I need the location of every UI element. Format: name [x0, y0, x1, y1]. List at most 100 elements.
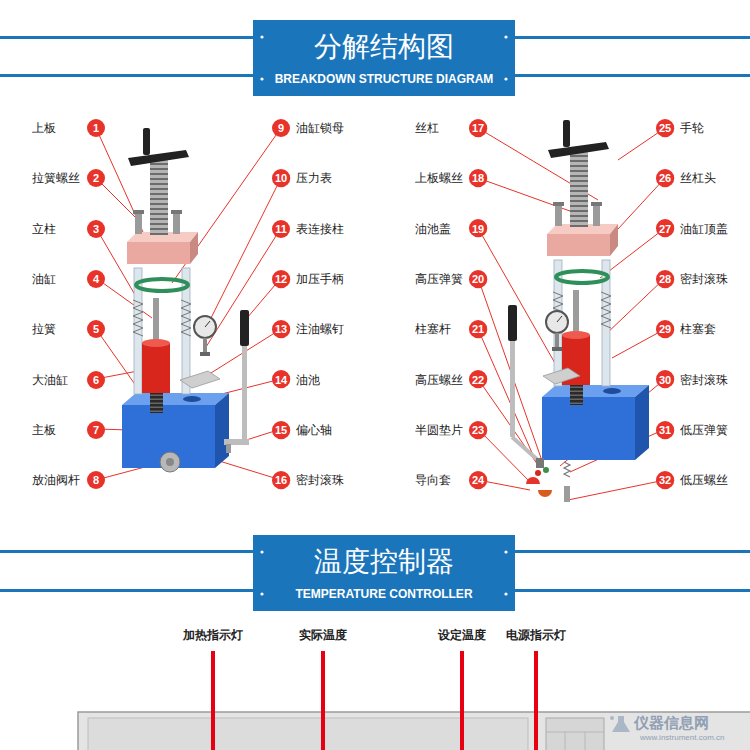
callout-number: 9 [278, 122, 284, 134]
callout-number: 27 [659, 223, 671, 235]
callout-circle: 24 [469, 471, 487, 489]
callout-circle: 14 [272, 370, 290, 388]
callout-disc-fill [87, 220, 105, 238]
part-name: 手轮 [680, 121, 704, 135]
callout-number: 29 [659, 323, 671, 335]
part-name: 丝杠头 [680, 171, 716, 185]
header-dot [260, 77, 263, 80]
part-name: 半圆垫片 [415, 423, 463, 437]
callout-disc-fill [656, 169, 674, 187]
header-dot [260, 35, 263, 38]
section-header: 温度控制器TEMPERATURE CONTROLLER [253, 535, 515, 611]
part-name: 拉簧 [32, 322, 56, 336]
part-name: 立柱 [32, 221, 56, 235]
callout-disc-fill [469, 370, 487, 388]
callout-circle: 5 [87, 320, 105, 338]
callout-circle: 8 [87, 471, 105, 489]
part-name: 高压螺丝 [415, 372, 463, 386]
callout-circle: 7 [87, 421, 105, 439]
callout-circle: 22 [469, 370, 487, 388]
callout-circle: 15 [272, 421, 290, 439]
callout-number: 14 [275, 374, 287, 386]
part-name: 柱塞杆 [415, 322, 451, 336]
callout-number: 18 [472, 172, 484, 184]
part-name: 柱塞套 [680, 322, 716, 336]
part-name: 密封滚珠 [296, 473, 344, 487]
callout-number: 24 [472, 474, 484, 486]
callout-disc-fill [272, 370, 290, 388]
callout-disc-fill [272, 471, 290, 489]
header-fill [253, 20, 515, 96]
callout-circle: 29 [656, 320, 674, 338]
part-name: 丝杠 [415, 121, 439, 135]
part-name: 油池盖 [415, 221, 451, 235]
callout-number: 11 [275, 223, 287, 235]
callout-number: 10 [275, 172, 287, 184]
part-name: 油池 [296, 372, 320, 386]
callout-number: 19 [472, 223, 484, 235]
callout-number: 3 [93, 223, 99, 235]
callout-number: 7 [93, 424, 99, 436]
callout-number: 16 [275, 474, 287, 486]
part-name: 密封滚珠 [680, 372, 728, 386]
callout-circle: 27 [656, 219, 674, 237]
callout-disc-fill [469, 119, 487, 137]
section-subtitle: BREAKDOWN STRUCTURE DIAGRAM [275, 72, 494, 86]
callout-disc-fill [87, 169, 105, 187]
callout-circle: 13 [272, 320, 290, 338]
callout-circle: 6 [87, 371, 105, 389]
callout-number: 12 [275, 273, 287, 285]
callout-disc-fill [87, 471, 105, 489]
callout-circle: 28 [656, 270, 674, 288]
part-name: 导向套 [415, 473, 451, 487]
part-name: 低压螺丝 [680, 473, 728, 487]
callout-number: 26 [659, 172, 671, 184]
part-name: 偏心轴 [296, 423, 332, 437]
callout-disc-fill [87, 421, 105, 439]
callout-number: 21 [472, 323, 484, 335]
callout-number: 25 [659, 122, 671, 134]
header-dot [504, 550, 507, 553]
callout-number: 32 [659, 474, 671, 486]
header-dot [260, 592, 263, 595]
part-name: 大油缸 [32, 372, 68, 386]
part-name: 油缸锁母 [296, 121, 344, 135]
controller-label: 电源指示灯 [506, 628, 566, 642]
part-name: 主板 [32, 423, 56, 437]
callout-number: 8 [93, 474, 99, 486]
callout-circle: 1 [87, 119, 105, 137]
callout-disc-fill [87, 119, 105, 137]
callout-disc-fill [87, 270, 105, 288]
section-header: 分解结构图BREAKDOWN STRUCTURE DIAGRAM [253, 20, 515, 96]
part-name: 加压手柄 [296, 272, 344, 286]
callout-circle: 4 [87, 270, 105, 288]
callout-circle: 3 [87, 220, 105, 238]
callout-circle: 2 [87, 169, 105, 187]
callout-disc-fill [272, 421, 290, 439]
callout-circle: 26 [656, 169, 674, 187]
callout-circle: 31 [656, 421, 674, 439]
watermark-url: www.instrument.com.cn [640, 733, 724, 743]
part-name: 压力表 [296, 171, 332, 185]
callout-circle: 25 [656, 119, 674, 137]
callout-disc-fill [272, 169, 290, 187]
callout-disc-fill [469, 320, 487, 338]
part-name: 上板 [32, 121, 56, 135]
callout-disc-fill [272, 220, 290, 238]
callout-number: 4 [93, 273, 99, 285]
callout-circle: 11 [272, 220, 290, 238]
part-name: 表连接柱 [296, 221, 344, 235]
callout-disc-fill [469, 421, 487, 439]
header-fill [253, 535, 515, 611]
controller-label: 加热指示灯 [183, 628, 243, 642]
callout-disc-fill [469, 219, 487, 237]
callout-circle: 10 [272, 169, 290, 187]
callout-number: 28 [659, 273, 671, 285]
callout-circle: 32 [656, 471, 674, 489]
callout-circle: 12 [272, 270, 290, 288]
section-subtitle: TEMPERATURE CONTROLLER [295, 587, 472, 601]
callout-number: 20 [472, 273, 484, 285]
part-name: 低压弹簧 [680, 423, 728, 437]
part-name: 注油螺钉 [296, 322, 344, 336]
